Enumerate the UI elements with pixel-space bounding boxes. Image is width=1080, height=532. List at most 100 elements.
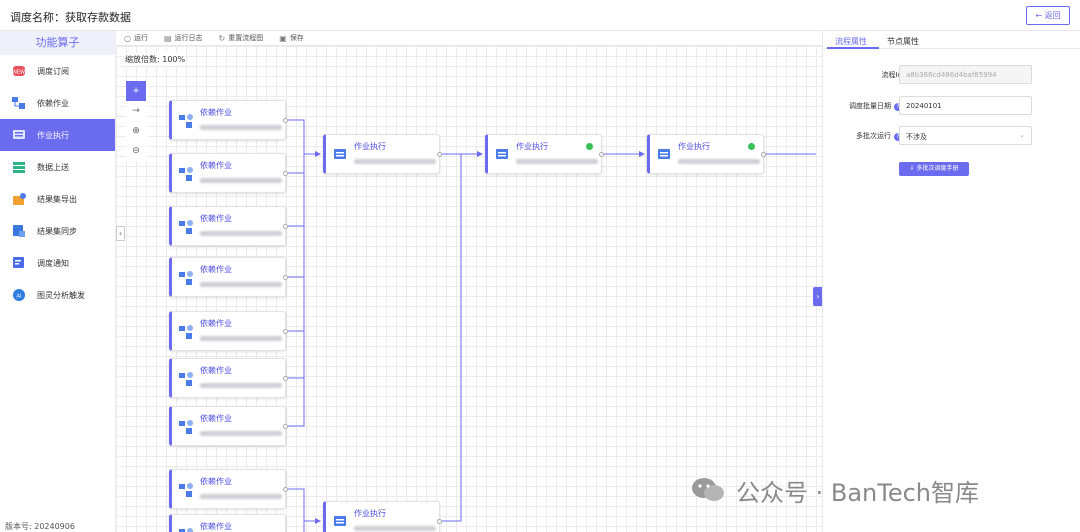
sidebar-item-export[interactable]: 结果集导出 [0, 183, 115, 215]
tab-flow-properties[interactable]: 流程属性 [835, 37, 867, 46]
operator-sidebar: 功能算子 NEW 调度订阅 依赖作业 作业执行 数据上送 结果集导出 结果集同步 [0, 31, 116, 532]
dependency-node[interactable]: 依赖作业 [169, 206, 288, 246]
collapse-sidebar-button[interactable]: ‹ [116, 226, 125, 241]
connect-tool[interactable]: → [132, 106, 140, 116]
dependency-icon [178, 482, 194, 498]
page-title: 调度名称：获取存款数据 [10, 11, 131, 24]
multi-run-label: 多批次运行? [856, 131, 902, 141]
job-run-icon [494, 147, 510, 163]
batch-date-row: 调度批量日期? 20240101 [823, 96, 1080, 115]
canvas-tools: + → ⊕ ⊖ [126, 81, 148, 161]
dependency-icon [178, 270, 194, 286]
dependency-icon [178, 324, 194, 340]
dependency-node[interactable]: 依赖作业 [169, 153, 288, 193]
sidebar-item-label: 结果集导出 [37, 194, 77, 204]
multi-run-row: 多批次运行? 不涉及⌄ [823, 126, 1080, 145]
svg-text:NEW: NEW [13, 70, 25, 76]
flow-id-row: 流程Id a8b366cd486d4baf85994 [823, 65, 1080, 84]
dependency-icon [178, 419, 194, 435]
properties-panel: 流程属性 节点属性 流程Id a8b366cd486d4baf85994 调度批… [822, 31, 1080, 532]
job-run-icon [332, 147, 348, 163]
dependency-icon [178, 166, 194, 182]
canvas-toolbar: ○运行 ▤运行日志 ↻重置流程图 ▣保存 [116, 31, 822, 46]
collapse-panel-button[interactable]: › [813, 287, 823, 306]
job-run-node[interactable]: 作业执行 [323, 501, 442, 532]
svg-text:AI: AI [17, 294, 22, 300]
tab-node-properties[interactable]: 节点属性 [887, 37, 919, 46]
sidebar-item-label: 数据上送 [37, 162, 69, 172]
back-button[interactable]: ← 返回 [1026, 6, 1070, 25]
sidebar-item-turing[interactable]: AI 图灵分析触发 [0, 279, 115, 311]
export-icon [12, 192, 26, 206]
subscribe-icon: NEW [12, 64, 26, 78]
sidebar-item-label: 结果集同步 [37, 226, 77, 236]
dependency-icon [178, 527, 194, 532]
flow-edges [288, 119, 816, 532]
success-status-icon [748, 143, 755, 150]
dependency-icon [178, 219, 194, 235]
dependency-node[interactable]: 依赖作业 [169, 406, 288, 446]
flow-canvas[interactable]: 缩放倍数: 100% + → ⊕ ⊖ 依赖作业 [116, 46, 822, 532]
multi-run-select[interactable]: 不涉及⌄ [899, 126, 1032, 145]
play-icon: ○ [124, 33, 131, 43]
version-label: 版本号: 20240906 [5, 522, 75, 531]
flow-id-label: 流程Id [881, 71, 902, 79]
notify-icon [12, 256, 26, 270]
zoom-out-tool[interactable]: ⊖ [132, 146, 140, 156]
select-tool[interactable]: + [126, 81, 146, 101]
dependency-node[interactable]: 依赖作业 [169, 257, 288, 297]
run-button[interactable]: ○运行 [124, 33, 148, 43]
success-status-icon [586, 143, 593, 150]
data-upload-icon [12, 160, 26, 174]
multi-batch-manual-button[interactable]: ⇩ 多批次调度手册 [899, 162, 969, 176]
sidebar-item-label: 图灵分析触发 [37, 290, 85, 300]
watermark: 公众号 · BanTech智库 [690, 475, 980, 507]
job-run-icon [12, 128, 26, 142]
flow-id-field: a8b366cd486d4baf85994 [899, 65, 1032, 84]
dependency-node[interactable]: 依赖作业 [169, 358, 288, 398]
robot-icon: AI [12, 288, 26, 302]
save-icon: ▣ [279, 33, 287, 43]
job-run-icon [332, 514, 348, 530]
sidebar-item-label: 调度订阅 [37, 66, 69, 76]
help-icon[interactable]: ? [894, 103, 902, 111]
dependency-icon [178, 113, 194, 129]
dependency-icon [178, 371, 194, 387]
batch-date-field[interactable]: 20240101 [899, 96, 1032, 115]
panel-tabs: 流程属性 节点属性 [823, 31, 1080, 49]
sidebar-item-label: 依赖作业 [37, 98, 69, 108]
help-icon[interactable]: ? [894, 133, 902, 141]
dependency-node[interactable]: 依赖作业 [169, 469, 288, 509]
chevron-down-icon: ⌄ [1019, 131, 1025, 139]
sidebar-item-job-run[interactable]: 作业执行 [0, 119, 115, 151]
job-run-node[interactable]: 作业执行 [485, 134, 604, 174]
dependency-icon [12, 96, 26, 110]
sidebar-item-label: 调度通知 [37, 258, 69, 268]
save-button[interactable]: ▣保存 [279, 33, 304, 43]
top-bar: 调度名称：获取存款数据 ← 返回 [0, 0, 1080, 31]
sidebar-heading: 功能算子 [0, 31, 115, 55]
zoom-in-tool[interactable]: ⊕ [132, 126, 140, 136]
wechat-icon [690, 476, 726, 504]
dependency-node[interactable]: 依赖作业 [169, 311, 288, 351]
sidebar-item-dependency[interactable]: 依赖作业 [0, 87, 115, 119]
sidebar-item-subscribe[interactable]: NEW 调度订阅 [0, 55, 115, 87]
watermark-text: 公众号 · BanTech智库 [736, 478, 980, 507]
job-run-node[interactable]: 作业执行 [323, 134, 442, 174]
zoom-level: 缩放倍数: 100% [125, 53, 186, 66]
sync-icon [12, 224, 26, 238]
batch-date-label: 调度批量日期? [849, 101, 902, 111]
reset-flow-button[interactable]: ↻重置流程图 [218, 33, 264, 43]
dependency-node[interactable]: 依赖作业 [169, 514, 286, 532]
sidebar-item-notify[interactable]: 调度通知 [0, 247, 115, 279]
sidebar-item-label: 作业执行 [37, 130, 69, 140]
run-log-button[interactable]: ▤运行日志 [163, 33, 203, 43]
job-run-icon [656, 147, 672, 163]
refresh-icon: ↻ [218, 33, 226, 43]
dependency-node[interactable]: 依赖作业 [169, 100, 288, 140]
active-tab-indicator [827, 47, 879, 49]
sidebar-item-data-upload[interactable]: 数据上送 [0, 151, 115, 183]
sidebar-item-sync[interactable]: 结果集同步 [0, 215, 115, 247]
log-icon: ▤ [163, 33, 172, 43]
job-run-node[interactable]: 作业执行 [647, 134, 766, 174]
